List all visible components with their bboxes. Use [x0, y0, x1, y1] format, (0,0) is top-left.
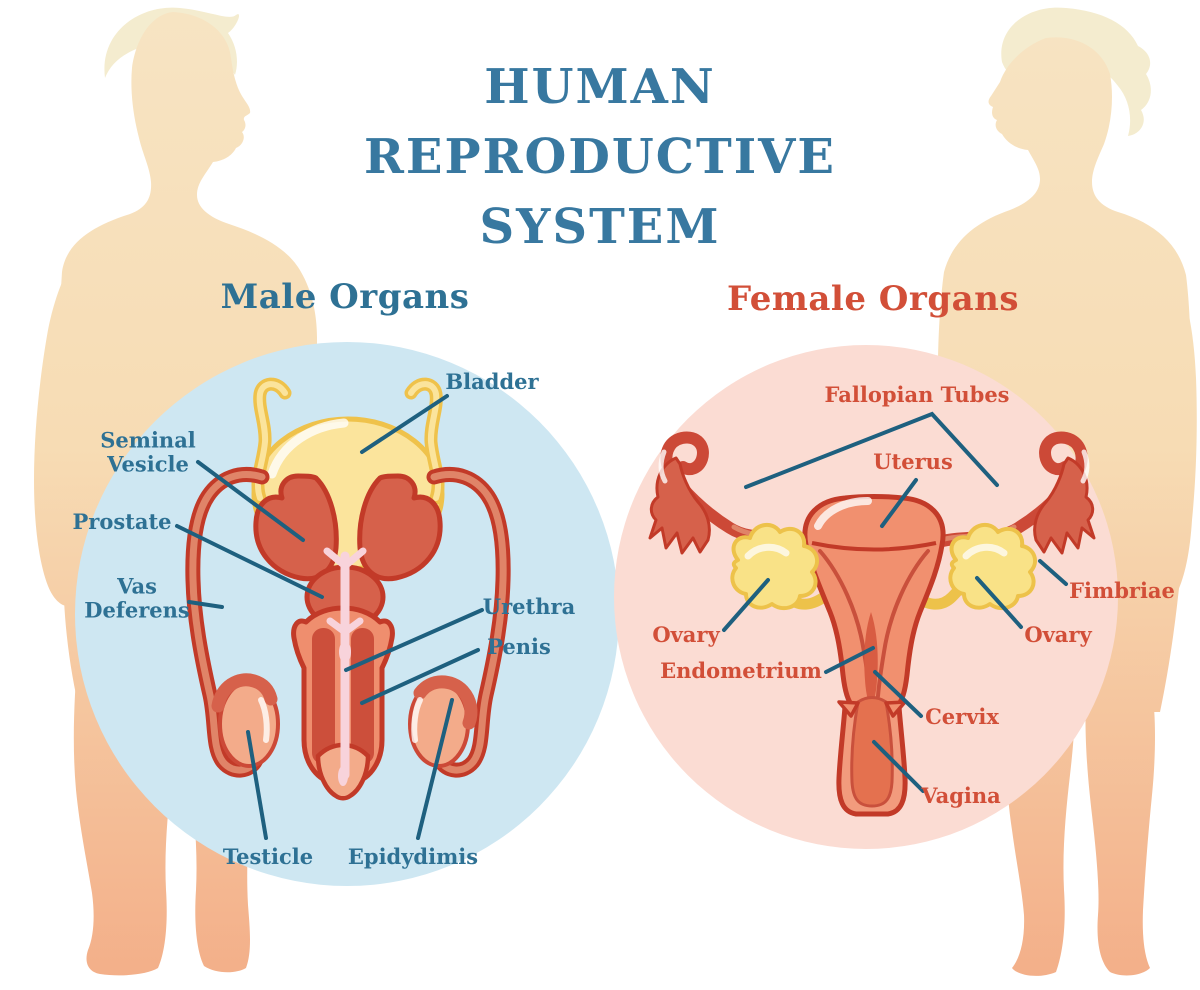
title-line-2: REPRODUCTIVE: [364, 129, 836, 185]
fallopian-tubes-leader-line: [744, 411, 999, 489]
label-penis: Penis: [487, 634, 551, 660]
title-line-1: HUMAN: [484, 59, 716, 115]
label-ovary-right: Ovary: [1024, 622, 1092, 648]
title-line-3: SYSTEM: [479, 199, 721, 255]
label-uterus: Uterus: [873, 449, 953, 475]
cervix-leader-line: [873, 670, 923, 718]
male-anatomy-illustration: [185, 377, 511, 801]
vas-deferens-leader-line: [187, 600, 224, 609]
label-vagina: Vagina: [921, 783, 1001, 809]
male-section-heading: Male Organs: [220, 277, 470, 317]
page-title: HUMAN REPRODUCTIVE SYSTEM: [364, 52, 836, 262]
label-testicle: Testicle: [222, 844, 314, 870]
label-seminal-vesicle: Seminal Vesicle: [100, 427, 196, 476]
female-anatomy-illustration: [648, 431, 1096, 817]
label-endometrium: Endometrium: [660, 658, 822, 684]
label-fallopian-tubes: Fallopian Tubes: [824, 382, 1010, 408]
label-vas-deferens: Vas Deferens: [84, 573, 190, 622]
label-bladder: Bladder: [445, 369, 539, 395]
fimbriae-leader-line: [1038, 559, 1068, 586]
label-fimbriae: Fimbriae: [1069, 578, 1175, 604]
label-prostate: Prostate: [72, 509, 172, 535]
female-section-heading: Female Organs: [727, 279, 1019, 319]
testicle-leader-line: [246, 730, 268, 840]
leader-lines: [175, 394, 1068, 840]
ovary-left-leader-line: [722, 578, 770, 632]
label-cervix: Cervix: [925, 704, 999, 730]
uterus-leader-line: [880, 478, 918, 528]
penis-leader-line: [360, 648, 480, 705]
label-urethra: Urethra: [482, 594, 576, 620]
seminal-vesicle-leader-line: [196, 460, 305, 542]
prostate-leader-line: [175, 524, 324, 599]
epidydimis-leader-line: [416, 698, 454, 840]
label-ovary-left: Ovary: [652, 622, 720, 648]
label-epidydimis: Epidydimis: [347, 844, 479, 870]
endometrium-leader-line: [824, 646, 875, 674]
bladder-leader-line: [360, 394, 449, 454]
vagina-leader-line: [872, 740, 925, 793]
ovary-right-leader-line: [975, 576, 1023, 629]
urethra-leader-line: [344, 608, 484, 672]
